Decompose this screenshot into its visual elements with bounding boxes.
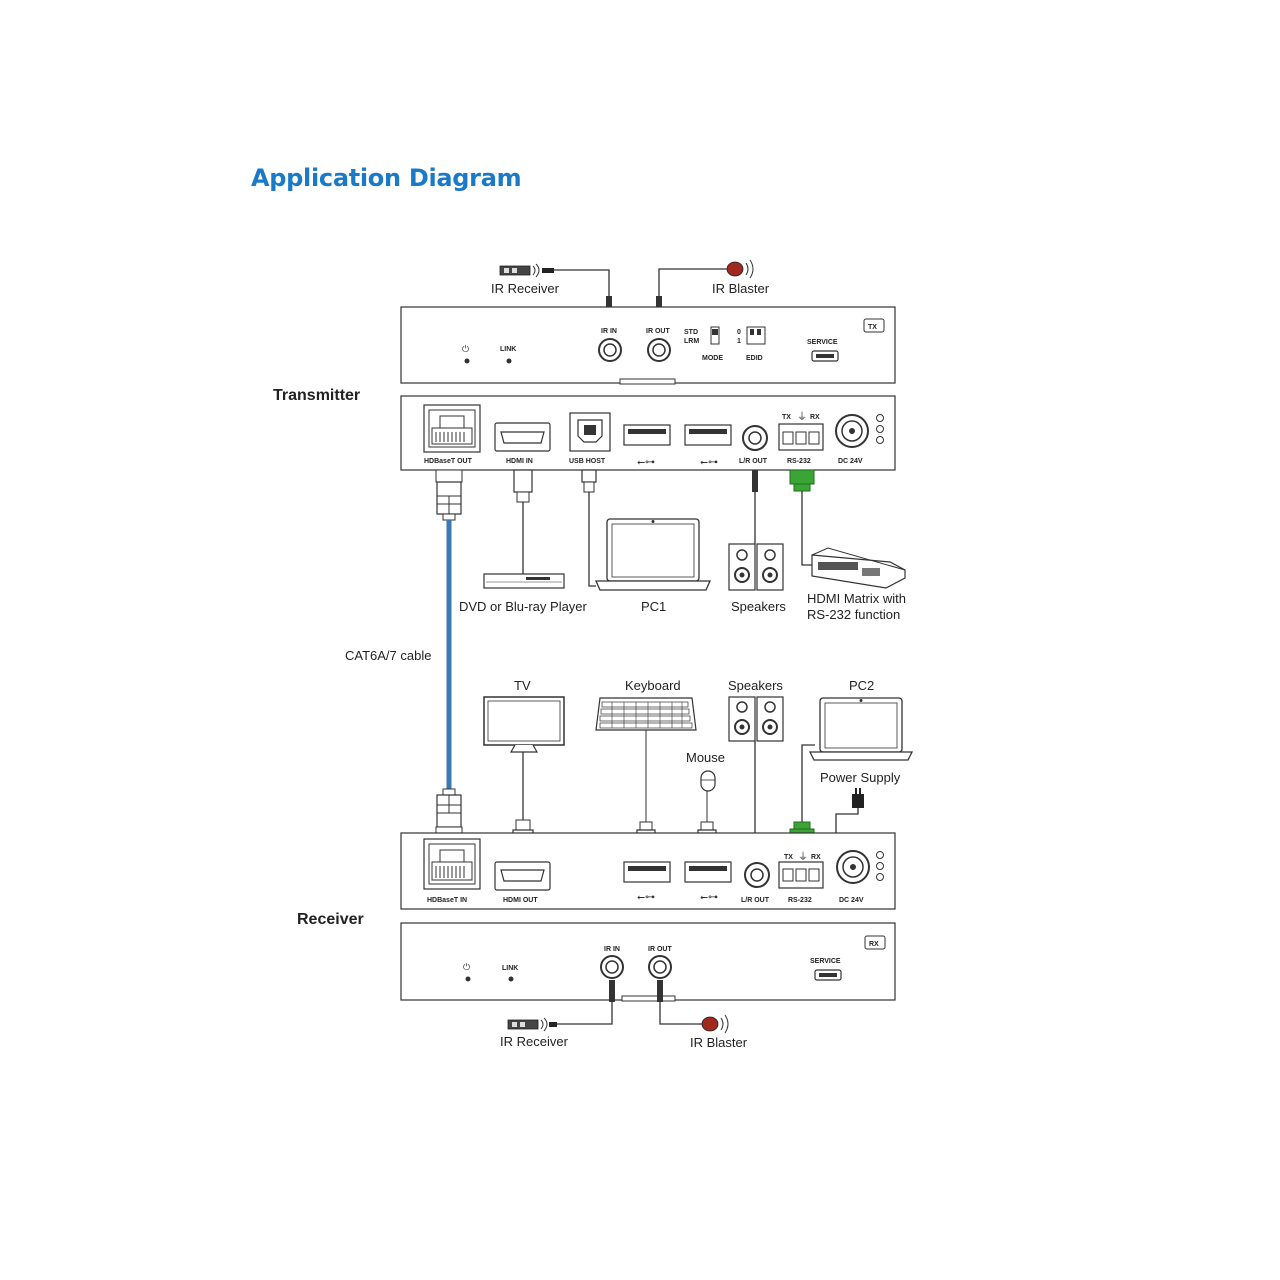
ir-in-plug-top: [606, 296, 612, 314]
tv-label: TV: [514, 678, 531, 693]
ground-icon: ⏚: [797, 411, 807, 423]
tx-link-label: LINK: [500, 346, 516, 353]
keyboard-label: Keyboard: [625, 678, 681, 693]
cable-label: CAT6A/7 cable: [345, 648, 431, 663]
ir-out-plug-top: [656, 296, 662, 314]
lrm-label: LRM: [684, 338, 699, 345]
tx-rs232-tx-label: TX: [782, 414, 791, 421]
keyboard-icon: [595, 697, 697, 731]
tx-lr-out-label: L/R OUT: [739, 458, 768, 465]
power-icon: ⏻: [462, 344, 469, 354]
ir-in-plug-bottom: [609, 980, 615, 1002]
mouse-icon: [700, 770, 716, 792]
mode-switch[interactable]: [710, 326, 720, 345]
ir-receiver-bottom-cable: [556, 1002, 613, 1025]
tx-hdbaset-out-label: HDBaseT OUT: [424, 458, 473, 465]
rx-rear-panel: HDBaseT IN HDMI OUT ⭠⊶ ⭠⊶ L/R OUT TX ⏚ R…: [400, 832, 896, 910]
rs232-terminal-top: [789, 469, 815, 492]
dvd-player-icon: [483, 573, 565, 589]
mode-label: MODE: [702, 355, 723, 362]
ir-blaster-top: [726, 259, 754, 279]
tx-badge: TX: [868, 324, 877, 331]
edid-1-label: 1: [737, 338, 741, 345]
ir-blaster-bottom: [701, 1014, 729, 1034]
tx-hdmi-in-label: HDMI IN: [506, 458, 533, 465]
std-label: STD: [684, 329, 698, 336]
power-supply-label: Power Supply: [820, 770, 901, 785]
usb-icon: ⭠⊶: [637, 457, 655, 468]
tx-ir-in-label: IR IN: [601, 328, 617, 335]
dvd-player-label: DVD or Blu-ray Player: [459, 599, 588, 614]
rx-rs232-tx-label: TX: [784, 854, 793, 861]
tx-rs232-rx-label: RX: [810, 414, 820, 421]
hdmi-matrix-label-2: RS-232 function: [807, 607, 900, 622]
pc2-label: PC2: [849, 678, 874, 693]
page-title: Application Diagram: [251, 164, 522, 192]
rx-hdmi-out-label: HDMI OUT: [503, 897, 538, 904]
rx-hdbaset-in-label: HDBaseT IN: [427, 897, 467, 904]
tx-usb-a-port-1[interactable]: [623, 424, 671, 446]
ir-receiver-top: [499, 263, 554, 278]
rx-ir-in-label: IR IN: [604, 946, 620, 953]
rx-service-label: SERVICE: [810, 958, 841, 965]
usb-icon: ⭠⊶: [700, 892, 718, 903]
ir-receiver-bottom-label: IR Receiver: [500, 1034, 569, 1049]
transmitter-label: Transmitter: [273, 387, 360, 404]
speakers-bottom-label: Speakers: [728, 678, 783, 693]
edid-dip-switch[interactable]: [746, 326, 766, 345]
pc1-laptop-icon: [594, 518, 712, 591]
rx-link-label: LINK: [502, 965, 518, 972]
speakers-bottom-icon: [728, 696, 784, 742]
ir-blaster-bottom-label: IR Blaster: [690, 1035, 748, 1050]
rx-dc24v-label: DC 24V: [839, 897, 864, 904]
usb-icon: ⭠⊶: [700, 457, 718, 468]
tx-front-panel: TX ⏻ LINK IR IN IR OUT STD LRM MODE 0 1 …: [400, 306, 896, 385]
audio-plug-top: [752, 470, 758, 492]
rx-rs232-label: RS-232: [788, 897, 812, 904]
rj45-plug-bottom: [435, 788, 463, 840]
pc1-label: PC1: [641, 599, 666, 614]
tx-rear-panel: HDBaseT OUT HDMI IN USB HOST ⭠⊶ ⭠⊶ L/R O…: [400, 395, 896, 471]
hdmi-matrix-label-1: HDMI Matrix with: [807, 591, 906, 606]
mouse-label: Mouse: [686, 750, 725, 765]
rx-lr-out-label: L/R OUT: [741, 897, 770, 904]
rx-ir-out-label: IR OUT: [648, 946, 672, 953]
tx-dc24v-label: DC 24V: [838, 458, 863, 465]
tx-rs232-label: RS-232: [787, 458, 811, 465]
edid-label: EDID: [746, 355, 763, 362]
usb-b-plug-top: [581, 469, 597, 493]
power-icon: ⏻: [463, 962, 470, 972]
rx-usb-a-port-1[interactable]: [623, 861, 671, 883]
hdmi-plug-top: [513, 469, 533, 503]
usb-icon: ⭠⊶: [637, 892, 655, 903]
power-supply-icon: [852, 788, 864, 808]
ir-receiver-top-cable: [554, 269, 610, 310]
tv-icon: [483, 696, 565, 753]
ir-receiver-top-label: IR Receiver: [491, 281, 560, 296]
rx-front-panel: RX ⏻ LINK IR IN IR OUT SERVICE: [400, 922, 896, 1002]
speakers-top-icon: [728, 543, 784, 591]
tx-service-label: SERVICE: [807, 339, 838, 346]
receiver-label: Receiver: [297, 911, 364, 928]
tx-usb-a-port-2[interactable]: [684, 424, 732, 446]
edid-0-label: 0: [737, 329, 741, 336]
ir-out-plug-bottom: [657, 980, 663, 1002]
ir-receiver-bottom: [507, 1017, 557, 1032]
hdmi-matrix-icon: [811, 547, 906, 589]
ground-icon: ⏚: [798, 851, 808, 863]
rj45-plug-top: [435, 469, 463, 521]
ir-blaster-bottom-cable: [659, 1002, 703, 1025]
tx-ir-out-label: IR OUT: [646, 328, 670, 335]
speakers-top-label: Speakers: [731, 599, 786, 614]
tx-usb-host-label: USB HOST: [569, 458, 606, 465]
rx-rs232-rx-label: RX: [811, 854, 821, 861]
ir-blaster-top-label: IR Blaster: [712, 281, 770, 296]
rx-badge: RX: [869, 941, 879, 948]
rx-usb-a-port-2[interactable]: [684, 861, 732, 883]
pc2-laptop-icon: [808, 697, 914, 761]
